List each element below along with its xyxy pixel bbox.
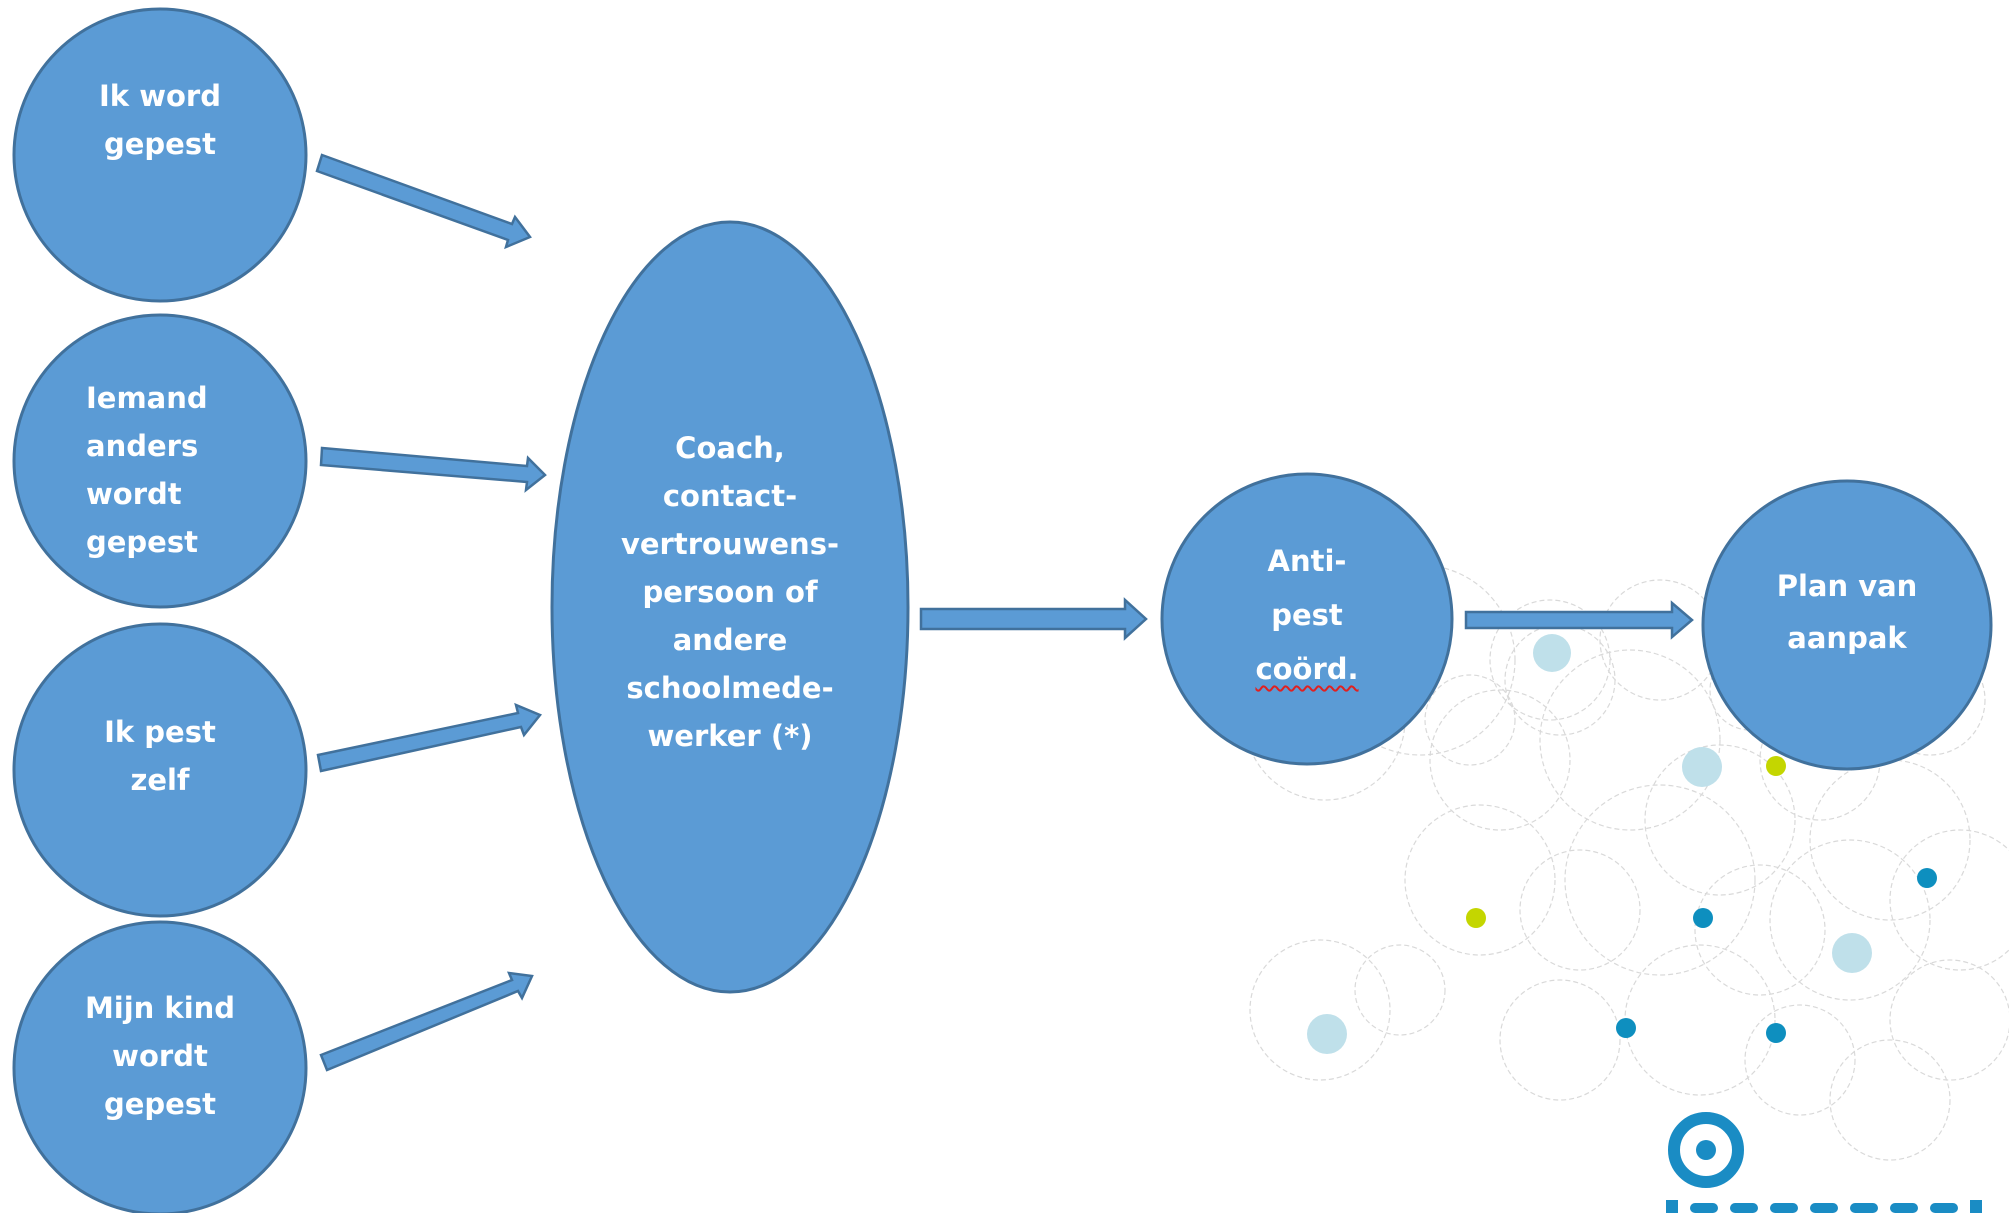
result-label: Plan van aanpak — [1727, 560, 1967, 664]
arrow-input-3-to-hub — [316, 702, 543, 773]
input-label-1-line-1: Ik word — [99, 79, 221, 113]
hub-label-line-2: contact- — [662, 479, 798, 513]
coordinator-label-line-2: pest — [1271, 598, 1343, 632]
arrow-input-1-to-hub — [315, 153, 532, 250]
hub-label-line-3: vertrouwens- — [620, 527, 839, 561]
input-label-3: Ik pest zelf — [40, 706, 280, 806]
input-node-3 — [12, 622, 308, 918]
input-node-2 — [12, 313, 308, 609]
input-label-2: Iemand anders wordt gepest — [86, 372, 236, 568]
arrow-hub-to-coordinator — [919, 597, 1148, 641]
coordinator-label-line-3: coörd. — [1255, 652, 1359, 686]
input-label-4-line-3: gepest — [104, 1087, 216, 1121]
hub-node — [550, 220, 910, 994]
target-circle-icon — [1668, 1112, 1744, 1188]
arrow-input-4-to-hub — [319, 971, 534, 1072]
hub-label-line-5: andere — [672, 623, 788, 657]
input-node-1 — [12, 7, 308, 303]
input-label-2-line-4: gepest — [86, 525, 198, 559]
result-label-line-2: aanpak — [1787, 621, 1907, 655]
hub-label: Coach, contact- vertrouwens- persoon of … — [580, 424, 880, 760]
coordinator-label-line-1: Anti- — [1267, 544, 1347, 578]
input-label-2-line-2: anders — [86, 429, 199, 463]
coordinator-label: Anti- pest coörd. — [1207, 535, 1407, 695]
input-label-4-line-2: wordt — [112, 1039, 208, 1073]
input-label-1: Ik word gepest — [40, 70, 280, 170]
logo-wordmark-fragment — [1666, 1200, 1982, 1213]
input-label-2-line-3: wordt — [86, 477, 182, 511]
input-label-4: Mijn kind wordt gepest — [40, 982, 280, 1130]
result-node — [1701, 479, 1993, 771]
input-label-3-line-1: Ik pest — [104, 715, 216, 749]
hub-label-line-1: Coach, — [675, 431, 785, 465]
background-dots — [1307, 634, 1937, 1054]
arrow-coordinator-to-result — [1464, 600, 1694, 640]
hub-label-line-6: schoolmede- — [626, 671, 834, 705]
result-label-line-1: Plan van — [1776, 569, 1918, 603]
input-node-4 — [12, 920, 308, 1213]
arrow-input-2-to-hub — [319, 446, 547, 493]
input-label-2-line-1: Iemand — [86, 381, 208, 415]
hub-label-line-4: persoon of — [642, 575, 818, 609]
input-label-1-line-2: gepest — [104, 127, 216, 161]
coordinator-node — [1160, 472, 1454, 766]
hub-label-line-7: werker (*) — [647, 719, 813, 753]
input-label-3-line-2: zelf — [130, 763, 190, 797]
input-label-4-line-1: Mijn kind — [84, 991, 236, 1025]
